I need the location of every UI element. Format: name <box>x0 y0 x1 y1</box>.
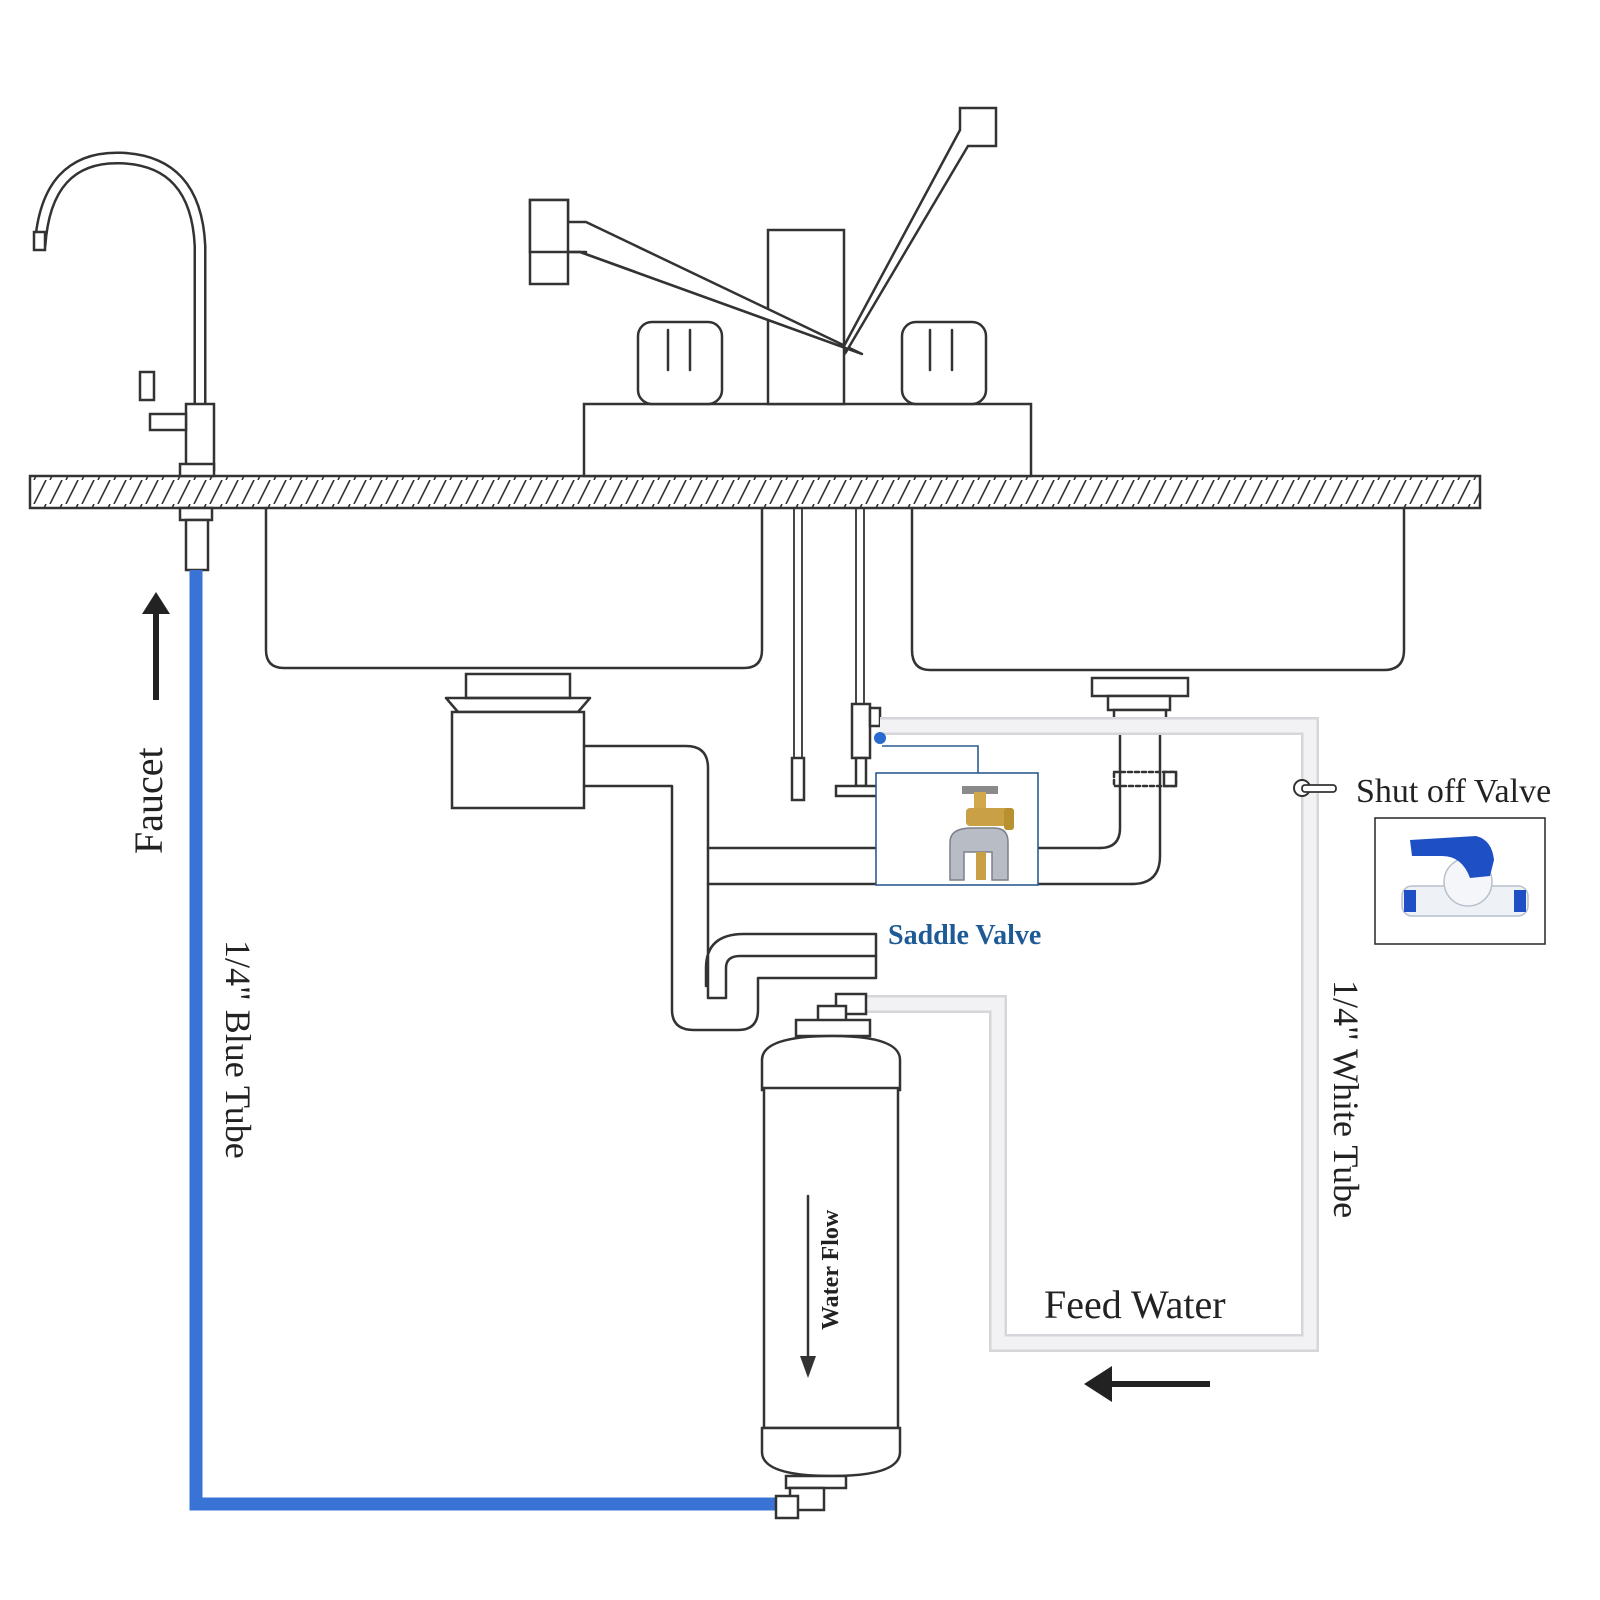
drain-assembly <box>444 672 1190 1032</box>
sink-basin-left <box>264 506 764 670</box>
saddle-valve-label: Saddle Valve <box>888 920 1041 951</box>
blue-tube-label: 1/4" Blue Tube <box>218 940 258 1159</box>
feed-water-arrow-icon <box>1084 1366 1210 1402</box>
shut-off-valve-label: Shut off Valve <box>1356 773 1551 810</box>
ball-valve-icon <box>1401 836 1529 917</box>
flow-arrow-icon <box>800 1356 816 1378</box>
tap-supply-lines <box>790 508 888 802</box>
saddle-valve-callout <box>875 745 1039 886</box>
inline-filter-cartridge-icon <box>760 992 902 1520</box>
drinking-faucet-icon <box>32 151 216 572</box>
sink-basin-right <box>910 506 1406 672</box>
shut-off-valve-marker <box>1293 779 1337 797</box>
saddle-valve-icon <box>949 786 1014 881</box>
white-tube <box>866 717 1319 1352</box>
countertop <box>28 474 1482 510</box>
white-tube-label: 1/4" White Tube <box>1326 980 1366 1218</box>
mixer-tap-icon <box>528 106 1033 478</box>
feed-water-label: Feed Water <box>1044 1282 1226 1327</box>
faucet-label: Faucet <box>126 747 171 854</box>
shut-off-valve-photo <box>1374 817 1546 945</box>
water-flow-label: Water Flow <box>818 1209 844 1330</box>
faucet-arrow-icon <box>142 592 170 700</box>
blue-tube <box>189 570 778 1511</box>
